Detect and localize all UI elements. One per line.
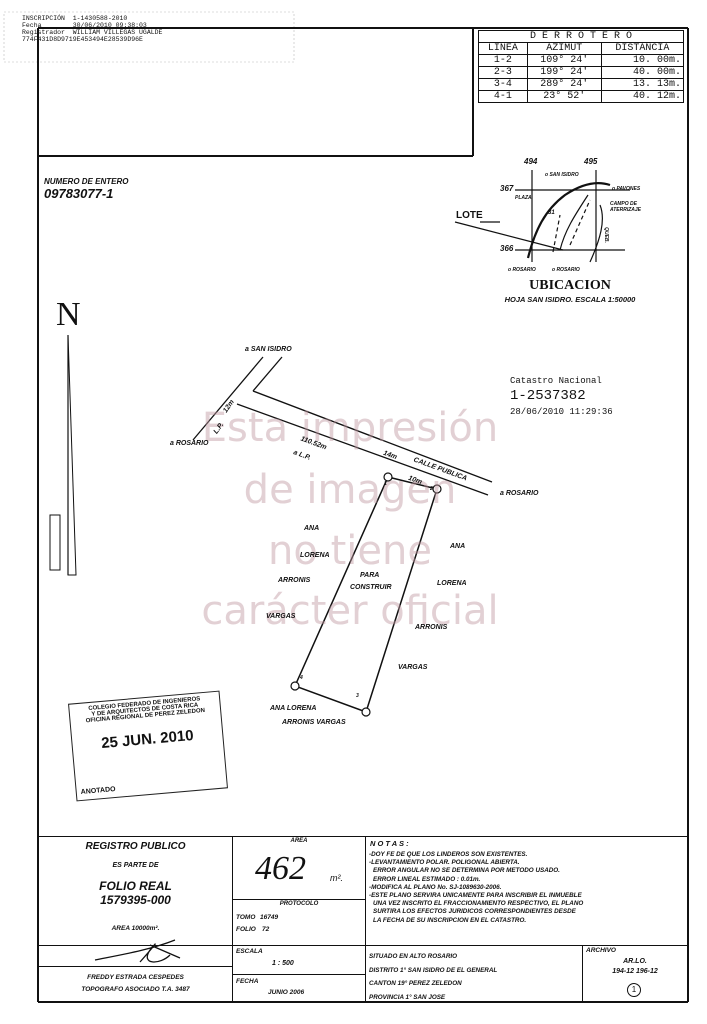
folio-value: 72 bbox=[262, 926, 270, 933]
map-pavones: o PAVONES bbox=[612, 186, 641, 192]
map-plaza: PLAZA bbox=[515, 195, 532, 201]
owner-right: ARRONIS bbox=[415, 624, 448, 631]
grid-366: 366 bbox=[500, 244, 514, 253]
archivo-code: AR.LO. bbox=[623, 958, 647, 965]
watermark-line: de imagen bbox=[243, 467, 457, 513]
owner-left: ARRONIS bbox=[278, 577, 311, 584]
cell: 40. 12m. bbox=[600, 90, 685, 103]
notas-list: -DOY FE DE QUE LOS LINDEROS SON EXISTENT… bbox=[369, 851, 583, 925]
situacion-line: PROVINCIA 1° SAN JOSE bbox=[369, 993, 446, 1001]
archivo-numbers: 194-12 196-12 bbox=[612, 968, 658, 975]
inscripcion: INSCRIPCIÓN 1-1430588-2010 bbox=[22, 15, 128, 22]
owner-right: VARGAS bbox=[398, 664, 428, 671]
situacion-line: SITUADO EN ALTO ROSARIO bbox=[369, 953, 458, 960]
nota-line: UNA VEZ INSCRITO EL FRACCIONAMIENTO RESP… bbox=[373, 900, 584, 908]
grid-367: 367 bbox=[500, 184, 514, 193]
owner-left: LORENA bbox=[300, 552, 330, 559]
owner-left: ANA bbox=[304, 525, 320, 532]
folio-real-number: 1579395-000 bbox=[100, 893, 171, 907]
fecha: Fecha 30/06/2010 09:38:03 bbox=[22, 22, 147, 29]
tomo-value: 16749 bbox=[260, 914, 279, 921]
grid-495: 495 bbox=[584, 157, 598, 166]
registro-title: REGISTRO PUBLICO bbox=[85, 841, 186, 852]
surveyor-role: TOPOGRAFO ASOCIADO T.A. 3487 bbox=[81, 986, 190, 993]
point-1-label: 1 bbox=[384, 481, 387, 487]
registro-area: AREA 10000m². bbox=[111, 925, 160, 932]
sheet-number: 1 bbox=[627, 983, 641, 997]
area-label: AREA bbox=[290, 838, 308, 844]
map-lote: LOTE bbox=[456, 210, 483, 221]
surveyor-name: FREDDY ESTRADA CESPEDES bbox=[87, 974, 184, 981]
notas-title: N O T A S : bbox=[370, 839, 409, 848]
situacion-line: DISTRITO 1° SAN ISIDRO DE EL GENERAL bbox=[369, 966, 498, 974]
grid-494: 494 bbox=[524, 157, 538, 166]
map-rosario-1: o ROSARIO bbox=[508, 267, 536, 273]
numero-entero-label: NUMERO DE ENTERO bbox=[44, 177, 129, 186]
ubicacion-title: UBICACION bbox=[529, 278, 611, 293]
catastro-datetime: 28/06/2010 11:29:36 bbox=[510, 407, 613, 417]
catastro-label: Catastro Nacional bbox=[510, 376, 602, 386]
situacion-list: SITUADO EN ALTO ROSARIO DISTRITO 1° SAN … bbox=[369, 950, 497, 1004]
point-3-label: 3 bbox=[356, 693, 359, 699]
map-san-isidro: o SAN ISIDRO bbox=[545, 172, 579, 178]
label-construir: CONSTRUIR bbox=[350, 584, 392, 591]
folio-real-label: FOLIO REAL bbox=[99, 879, 172, 893]
nota-line: -DOY FE DE QUE LOS LINDEROS SON EXISTENT… bbox=[369, 851, 528, 858]
map-31: 31 bbox=[548, 210, 555, 216]
escala-label: ESCALA bbox=[236, 948, 263, 955]
fecha-value: JUNIO 2006 bbox=[268, 989, 305, 996]
map-rosario-2: o ROSARIO bbox=[552, 267, 580, 273]
point-2-label: 2 bbox=[430, 486, 433, 492]
watermark-line: no tiene bbox=[268, 528, 432, 574]
archivo-label: ARCHIVO bbox=[586, 947, 616, 954]
nota-line: ERROR ANGULAR NO SE DETERMINA POR METODO… bbox=[373, 867, 560, 875]
escala-value: 1 : 500 bbox=[272, 960, 294, 967]
nota-line: LA FECHA DE SU INSCRIPCION EN EL CATASTR… bbox=[373, 916, 527, 924]
point-4 bbox=[290, 681, 300, 691]
es-parte-de: ES PARTE DE bbox=[112, 862, 159, 869]
owner-right: ANA bbox=[450, 543, 466, 550]
folio-label: FOLIO bbox=[236, 926, 256, 933]
owner-bottom: ARRONIS VARGAS bbox=[282, 719, 346, 726]
tomo-label: TOMO bbox=[236, 914, 256, 921]
owner-bottom: ANA LORENA bbox=[270, 705, 317, 712]
numero-entero-value: 09783077-1 bbox=[44, 186, 114, 201]
ubicacion-subtitle: HOJA SAN ISIDRO. ESCALA 1:50000 bbox=[504, 295, 636, 304]
nota-line: ERROR LINEAL ESTIMADO : 0.01m. bbox=[373, 875, 481, 883]
label-san-isidro: a SAN ISIDRO bbox=[245, 346, 292, 353]
nota-line: -LEVANTAMIENTO POLAR. POLIGONAL ABIERTA. bbox=[369, 859, 520, 867]
label-rosario-right: a ROSARIO bbox=[500, 490, 539, 497]
point-1 bbox=[383, 472, 393, 482]
label-para: PARA bbox=[360, 572, 380, 579]
owner-left: VARGAS bbox=[266, 613, 296, 620]
situacion-line: CANTON 19° PEREZ ZELEDON bbox=[369, 980, 462, 987]
map-campo: CAMPO DE ATERRIZAJE bbox=[610, 201, 642, 213]
point-4-label: 4 bbox=[300, 675, 303, 681]
point-2 bbox=[432, 484, 442, 494]
north-arrow-label: N bbox=[56, 296, 81, 333]
owner-right: LORENA bbox=[437, 580, 467, 587]
watermark-line: carácter oficial bbox=[201, 588, 499, 634]
archivo-box bbox=[582, 945, 688, 1002]
registrador: Registrador WILLIAM VILLEGAS UGALDE bbox=[22, 29, 163, 36]
catastro-number: 1-2537382 bbox=[510, 388, 586, 404]
nota-line: -ESTE PLANO SERVIRA UNICAMENTE PARA INSC… bbox=[369, 892, 582, 900]
area-value: 462 bbox=[255, 850, 306, 887]
hash: 774F431D8D9719E453494E28539D96E bbox=[22, 36, 143, 43]
fecha-label: FECHA bbox=[236, 978, 259, 985]
area-unit: m². bbox=[330, 873, 343, 883]
nota-line: -MODIFICA AL PLANO No. SJ-1089630-2006. bbox=[369, 883, 502, 891]
nota-line: SURTIRA LOS EFECTOS JURIDICOS CORRESPOND… bbox=[373, 908, 576, 916]
label-rosario-left: a ROSARIO bbox=[170, 440, 209, 447]
protocolo-label: PROTOCOLO bbox=[279, 901, 319, 907]
watermark-line: Esta impresión bbox=[201, 405, 499, 451]
point-3 bbox=[361, 707, 371, 717]
